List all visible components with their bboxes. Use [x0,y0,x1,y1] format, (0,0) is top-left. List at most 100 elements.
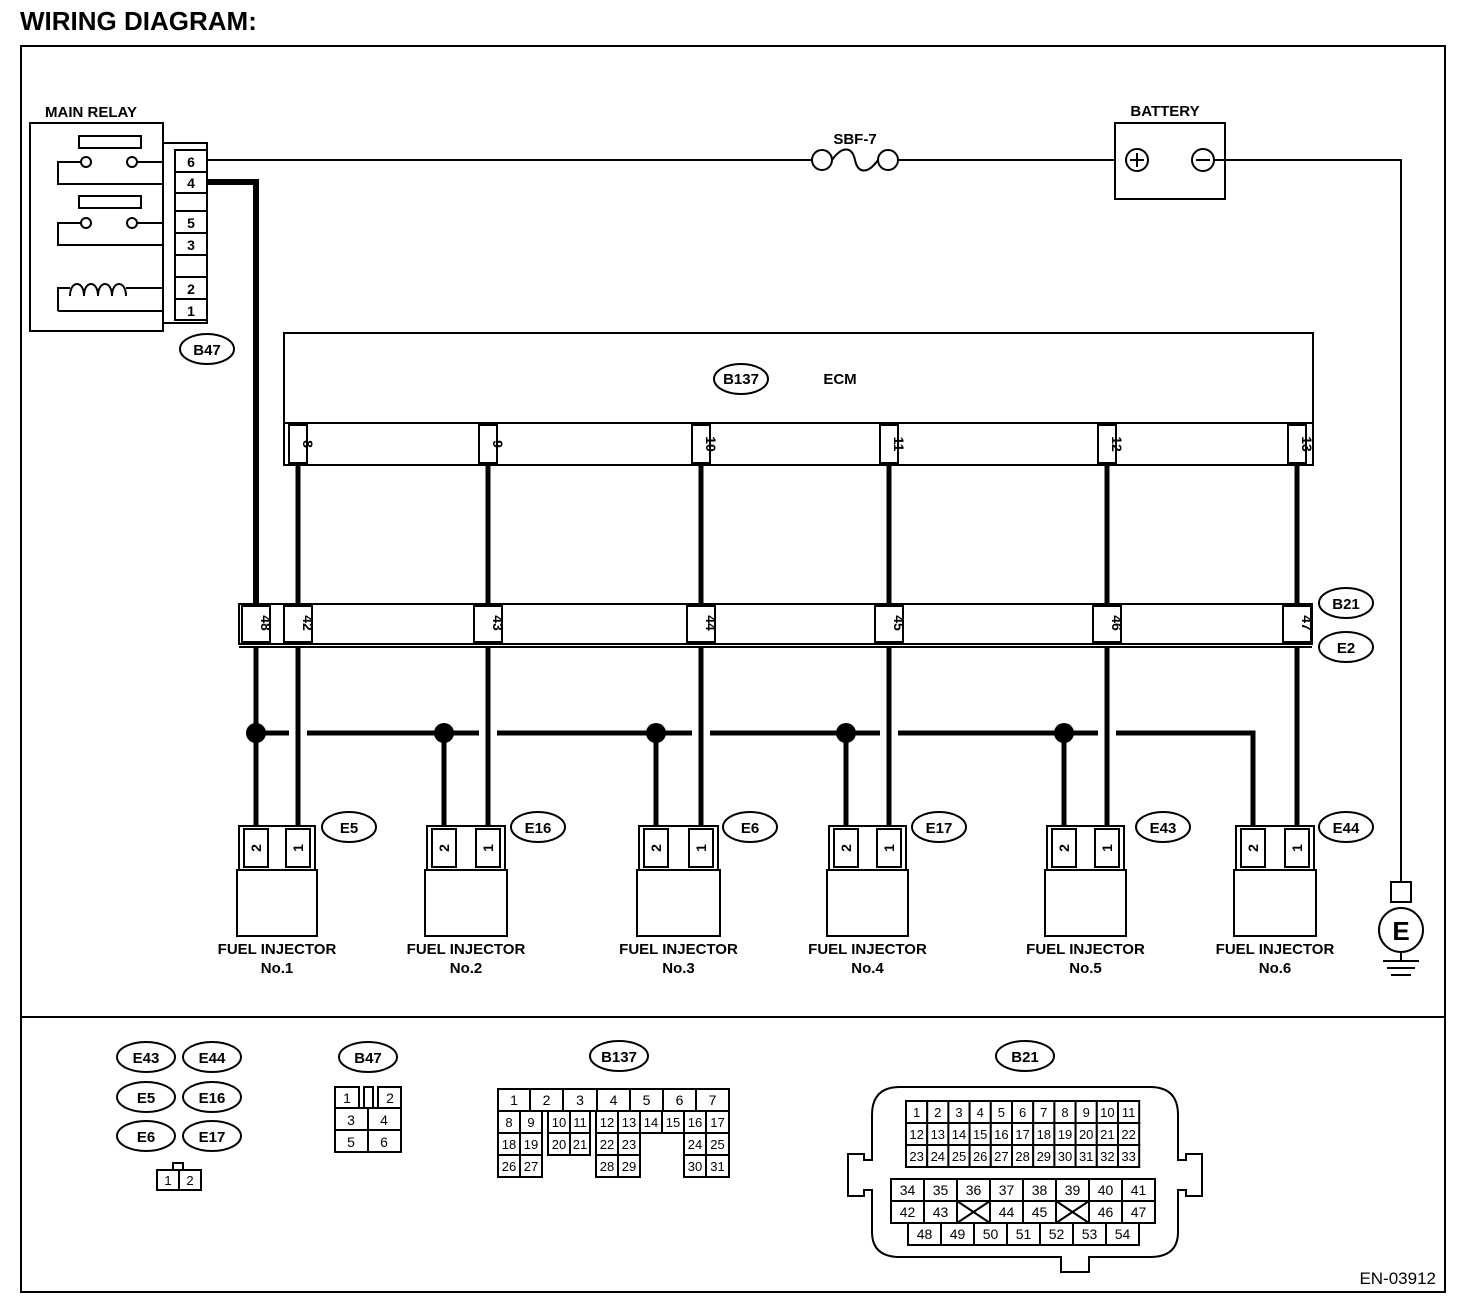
injector-body [236,869,318,937]
connector-tag-b47 [179,333,235,365]
relay-pin: 4 [187,175,195,191]
harness-pin-cell [1092,605,1122,643]
connector-pin: 2 [543,1092,551,1108]
power-bus-wire [1116,730,1256,826]
blank-cell-cross [1055,1200,1090,1224]
relay-pin: 2 [187,281,195,297]
harness-pin-cell [1282,605,1312,643]
connector-pin: 5 [347,1134,355,1150]
connector-tag [182,1120,242,1152]
connector-tag [995,1040,1055,1072]
connector-pin: 32 [1100,1149,1114,1164]
injector-pin-number: 2 [436,844,452,852]
connector-pin: 50 [983,1226,999,1242]
connector-pin: 48 [917,1226,933,1242]
ecm-pin-cell [879,424,899,464]
relay-internal-wire [57,222,175,246]
harness-pin-number: 44 [703,615,719,631]
connector-pin: 20 [1079,1127,1093,1142]
harness-pin-number: 45 [891,615,907,631]
injector-pin-number: 1 [290,844,306,852]
ecm-label: ECM [823,371,856,388]
connector-tag-label: B21 [1332,596,1360,613]
connector-pin: 16 [688,1115,702,1130]
ecm-pin-number: 11 [891,437,907,452]
connector-tag-label: E6 [741,820,759,837]
ecm-pin-number: 12 [1109,436,1125,452]
connector-pin: 12 [909,1127,923,1142]
main-relay-label: MAIN RELAY [45,104,137,121]
connector-pin: 22 [600,1137,614,1152]
ecm-pin-cell [1287,424,1307,464]
connector-latch [172,1162,184,1171]
connector-tag-e5 [321,811,377,843]
connector-pin: 26 [502,1159,516,1174]
connector-pin: 22 [1121,1127,1135,1142]
injector-power-bus [246,465,1300,826]
relay-internal-wire [57,161,175,185]
injector-pin-number: 2 [248,844,264,852]
injector-number: No.6 [1259,960,1292,977]
connector-pin: 26 [973,1149,987,1164]
injector-pin-number: 2 [648,844,664,852]
connector-tag-label: E43 [1150,820,1177,837]
connector-cell [1117,1144,1141,1168]
injector-pin-cell [1240,828,1266,868]
connector-pin: 9 [527,1115,534,1130]
connector-pin: 31 [1079,1149,1093,1164]
injector-pin-cell [285,828,311,868]
connector-pin: 12 [600,1115,614,1130]
injector-pin-number: 1 [1099,844,1115,852]
connector-pin: 6 [380,1134,388,1150]
connector-pin: 39 [1065,1182,1081,1198]
injector-pin-cell [475,828,501,868]
harness-connector: B21 E2 [238,587,1374,663]
connector-pin: 2 [186,1173,193,1188]
connector-pin: 25 [952,1149,966,1164]
connector-pin: 44 [999,1204,1015,1220]
connector-tag [338,1041,398,1073]
harness-strip [238,603,1313,645]
connector-pin: 3 [955,1105,962,1120]
connector-pin: 24 [931,1149,945,1164]
ecm-pin-strip [283,422,1314,466]
connector-pin: 1 [510,1092,518,1108]
relay-pin: 1 [187,303,195,319]
injector-number: No.5 [1069,960,1102,977]
connector-pin: 1 [164,1173,171,1188]
injector-number: No.1 [261,960,294,977]
ecm-body [283,332,1314,424]
relay-contact [80,217,92,229]
relay-contact [80,156,92,168]
wire-relay-pin4-feed [207,179,259,604]
connector-tag-label: E5 [340,820,358,837]
diagram-frame [20,45,1446,1293]
connector-cell [1105,1222,1140,1246]
connector-pin: 42 [900,1204,916,1220]
injector-pin-cell [1284,828,1310,868]
connector-pin: 11 [1122,1105,1136,1120]
connector-pin: 21 [1100,1127,1114,1142]
injector-pin-cell [1094,828,1120,868]
connector-pin: 5 [998,1105,1005,1120]
connector-tag-label: B21 [1011,1049,1039,1066]
injector-body [1233,869,1317,937]
harness-pin-number: 42 [300,615,316,631]
connector-tag [116,1081,176,1113]
connector-pin: 14 [644,1115,658,1130]
harness-pin-number: 47 [1299,615,1315,631]
connector-pin: 51 [1016,1226,1032,1242]
connector-tag [589,1040,649,1072]
main-relay-body [29,122,164,332]
connector-tag-e17 [911,811,967,843]
injector-label: FUEL INJECTOR [619,941,738,958]
connector-pin: 3 [347,1112,355,1128]
relay-pin: 5 [187,215,195,231]
injector-pin-cell [431,828,457,868]
fuse-terminal [811,149,833,171]
relay-coil-icon [69,283,127,297]
